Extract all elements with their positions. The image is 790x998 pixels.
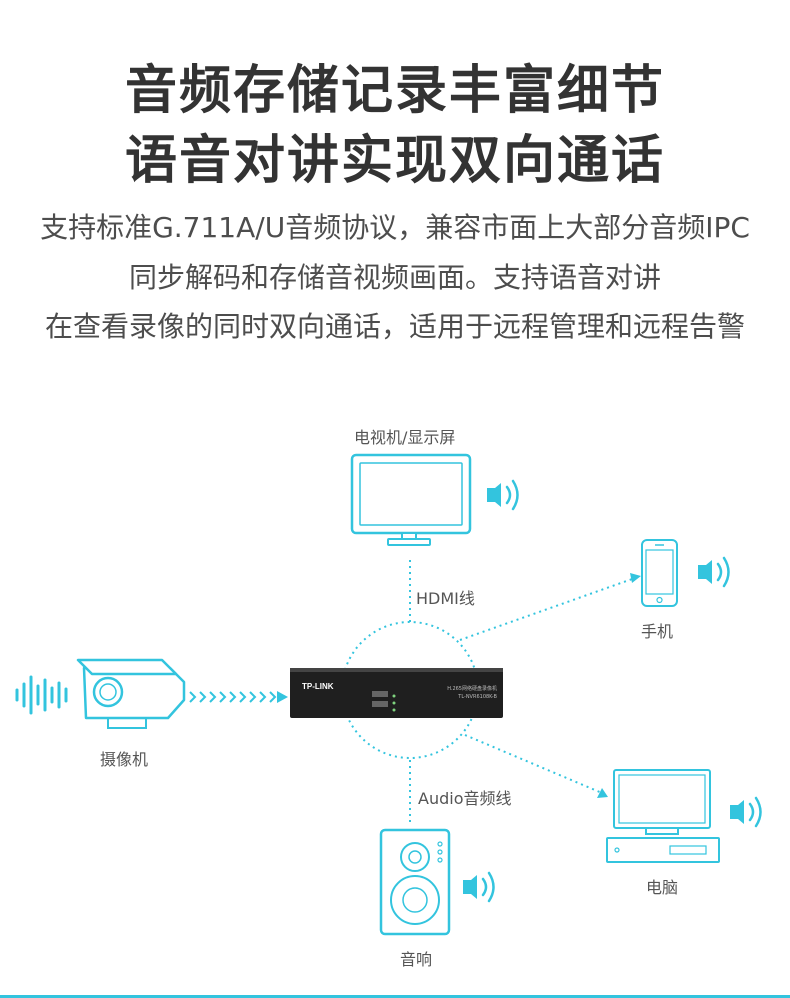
bottom-accent-bar [0, 995, 790, 998]
nvr-device: TP-LINK H.265网络硬盘录像机 TL-NVR6108K-B [290, 668, 503, 718]
description-line-1: 支持标准G.711A/U音频协议，兼容市面上大部分音频IPC [40, 211, 750, 244]
description-line-3: 在查看录像的同时双向通话，适用于远程管理和远程告警 [44, 310, 745, 343]
sound-wave-icon-speaker [463, 871, 495, 903]
headline-line-1: 音频存储记录丰富细节 [124, 61, 665, 121]
speaker-label: 音响 [400, 946, 433, 970]
nvr-brand: TP-LINK [302, 682, 334, 691]
camera-label: 摄像机 [100, 746, 149, 770]
camera-arrow-chevrons [189, 691, 277, 703]
description-line-2: 同步解码和存储音视频画面。支持语音对讲 [128, 261, 661, 294]
hdmi-label: HDMI线 [416, 585, 475, 609]
usb-port-2 [372, 701, 388, 707]
audio-line-label: Audio音频线 [418, 785, 512, 809]
speaker-icon [379, 828, 451, 936]
pc-link-line [464, 734, 603, 794]
headline-line-2: 语音对讲实现双向通话 [124, 131, 665, 191]
tv-icon [350, 453, 472, 546]
pc-label: 电脑 [646, 874, 679, 898]
phone-arrowhead [630, 573, 641, 583]
connection-lines [409, 560, 636, 822]
nvr-model-line-1: H.265网络硬盘录像机 [447, 685, 497, 692]
usb-port-1 [372, 691, 388, 697]
phone-label: 手机 [641, 618, 674, 642]
sound-wave-icon-phone [698, 556, 730, 588]
sound-wave-icon-tv [487, 479, 519, 511]
audio-wave-icon [15, 675, 68, 715]
nvr-model-line-2: TL-NVR6108K-B [457, 694, 497, 700]
sound-wave-icon-pc [730, 796, 762, 828]
camera-icon [76, 658, 186, 729]
phone-icon [641, 539, 678, 607]
pc-icon [606, 769, 720, 863]
camera-arrowhead [277, 691, 288, 703]
tv-label: 电视机/显示屏 [354, 424, 456, 448]
pc-arrowhead [597, 788, 608, 798]
phone-link-line [459, 577, 636, 641]
